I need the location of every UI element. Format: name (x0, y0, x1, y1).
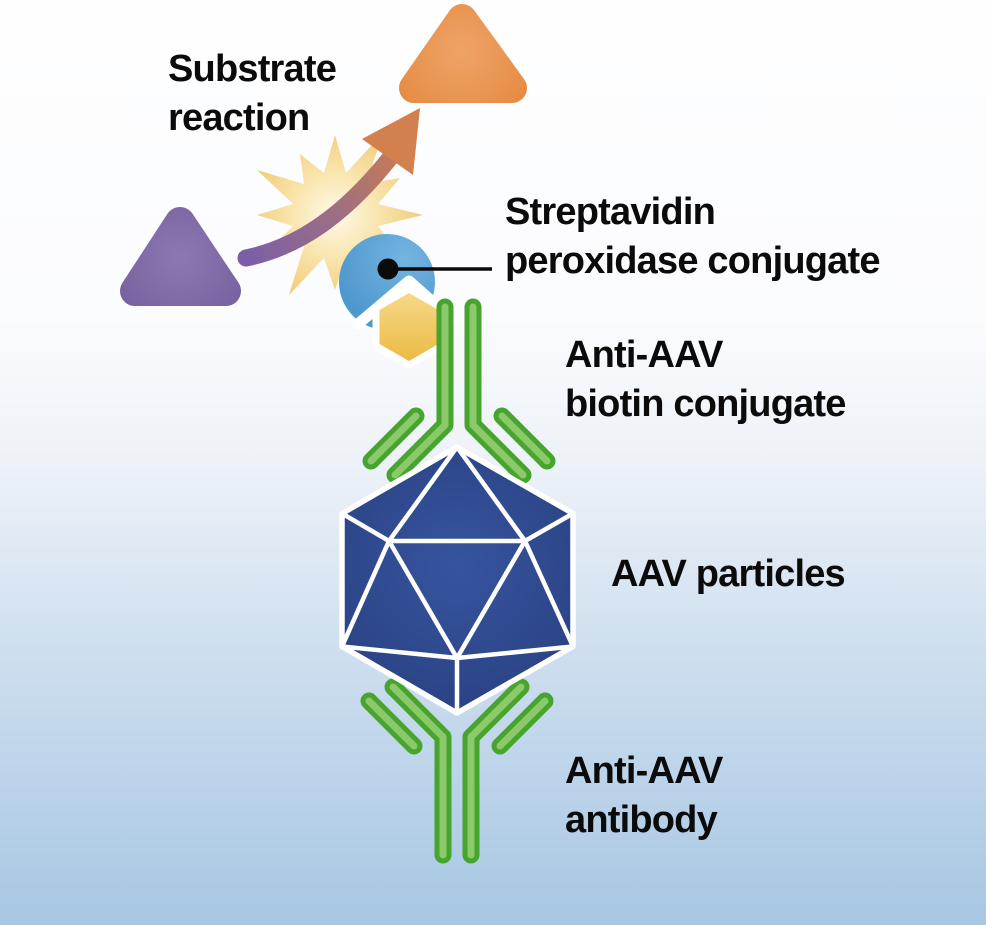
substrate-reaction-label-line2: reaction (168, 97, 310, 139)
anti-aav-antibody-label: Anti-AAV antibody (565, 747, 723, 845)
substrate-triangle-icon (120, 207, 241, 306)
anti-aav-biotin-label-line2: biotin conjugate (565, 383, 846, 425)
anti-aav-biotin-label-line1: Anti-AAV (565, 334, 723, 376)
aav-particles-label-line1: AAV particles (611, 553, 846, 595)
anti-aav-antibody-label-line2: antibody (565, 799, 718, 841)
anti-aav-biotin-label: Anti-AAV biotin conjugate (565, 331, 846, 429)
product-triangle-icon (399, 4, 527, 103)
streptavidin-conjugate-label-line1: Streptavidin (505, 191, 716, 233)
streptavidin-conjugate-label: Streptavidin peroxidase conjugate (505, 188, 880, 286)
streptavidin-pointer-line (377, 258, 492, 280)
aav-particle-icon (339, 444, 576, 716)
substrate-reaction-label-line1: Substrate (168, 48, 337, 90)
anti-aav-antibody-label-line1: Anti-AAV (565, 750, 723, 792)
streptavidin-conjugate-label-line2: peroxidase conjugate (505, 240, 880, 282)
biotin-hexagon-icon (372, 285, 446, 369)
aav-particles-label: AAV particles (611, 550, 846, 599)
substrate-reaction-label: Substrate reaction (168, 45, 337, 143)
reaction-arrow-icon (237, 108, 420, 267)
